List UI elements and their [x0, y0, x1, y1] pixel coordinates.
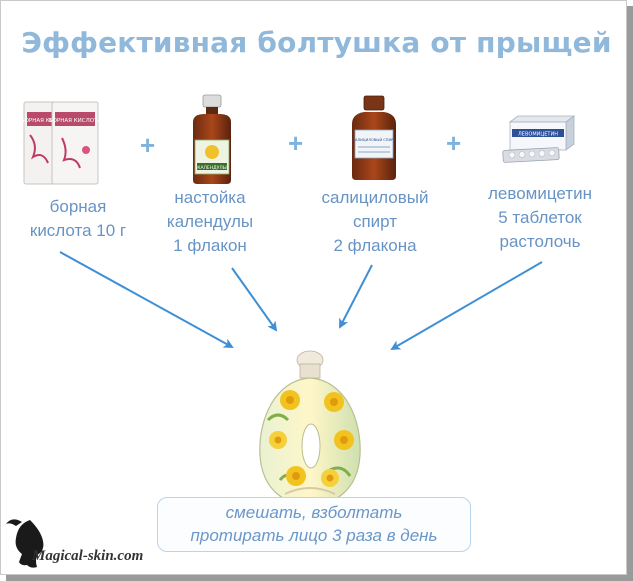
boric-acid-packets-image: БОРНАЯ КИСЛОТА БОРНАЯ КИСЛОТА [21, 101, 102, 185]
plus-sign: + [446, 128, 462, 158]
ingredient-label-salicylic: салициловый спирт 2 флакона [310, 186, 440, 258]
ingredient-line: салициловый [321, 188, 429, 207]
instructions-line: протирать лицо 3 раза в день [190, 526, 438, 545]
ingredient-label-levomycetin: левомицетин 5 таблеток растолочь [480, 182, 600, 254]
calendula-bottle-image: КАЛЕНДУЛЫ [193, 94, 231, 184]
decorative-bottle-image [259, 350, 361, 506]
ingredient-line: кислота 10 г [29, 221, 127, 240]
arrow-levomycetin-to-bottle [390, 261, 543, 351]
ingredient-line: левомицетин [488, 184, 592, 203]
ingredient-line: 1 флакон [173, 236, 247, 255]
calendula-bottle-label: КАЛЕНДУЛЫ [197, 165, 227, 171]
salicylic-bottle-label: САЛИЦИЛОВЫЙ СПИРТ [352, 137, 396, 142]
ingredient-line: растолочь [499, 232, 581, 251]
ingredient-line: 5 таблеток [498, 208, 582, 227]
salicylic-bottle-image: САЛИЦИЛОВЫЙ СПИРТ [352, 95, 396, 180]
arrow-calendula-to-bottle [231, 267, 278, 332]
watermark-logo [6, 519, 44, 568]
ingredient-line: 2 флакона [333, 236, 417, 255]
ingredient-line: борная [49, 197, 107, 216]
ingredient-line: календулы [166, 212, 254, 231]
boric-packet-label: БОРНАЯ КИСЛОТА [21, 118, 74, 124]
ingredient-label-calendula: настойка календулы 1 флакон [160, 186, 260, 258]
instructions-line: смешать, взболтать [225, 503, 403, 522]
arrow-salicylic-to-bottle [339, 264, 373, 329]
instructions-box: смешать, взболтать протирать лицо 3 раза… [157, 497, 471, 552]
plus-sign: + [288, 128, 304, 158]
levomycetin-box-image: ЛЕВОМИЦЕТИН [502, 115, 576, 163]
ingredient-label-boric-acid: борная кислота 10 г [18, 195, 138, 243]
ingredient-line: спирт [352, 212, 398, 231]
plus-sign: + [140, 130, 156, 160]
arrow-boric-to-bottle [59, 251, 234, 348]
watermark-text: Magical-skin.com [32, 548, 144, 564]
boric-packet-label-2: БОРНАЯ КИСЛОТА [49, 118, 102, 124]
ingredient-line: настойка [174, 188, 246, 207]
levomycetin-box-label: ЛЕВОМИЦЕТИН [518, 132, 558, 138]
page-title: Эффективная болтушка от прыщей [21, 26, 612, 59]
